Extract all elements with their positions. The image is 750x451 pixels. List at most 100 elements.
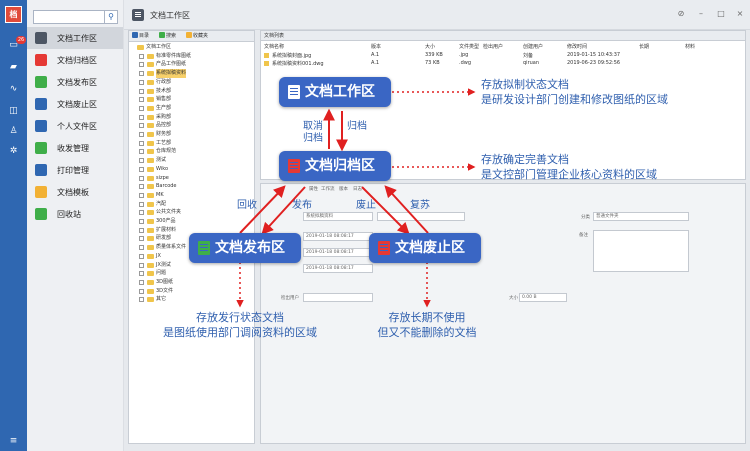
column-header[interactable]: 文件类型 <box>459 44 480 50</box>
column-header[interactable]: 长期 <box>639 44 650 50</box>
column-header[interactable]: 修改时间 <box>567 44 588 50</box>
flow-icon[interactable]: ◫ <box>9 106 18 116</box>
expand-icon[interactable] <box>139 140 144 146</box>
tree-node[interactable]: 质量体系文件 <box>129 243 254 252</box>
sidebar-item-8[interactable]: 文档模板 <box>27 181 123 203</box>
expand-icon[interactable] <box>139 210 144 216</box>
column-header[interactable]: 大小 <box>425 44 436 50</box>
column-header[interactable]: 创建用户 <box>523 44 544 50</box>
tab-favorites[interactable]: 收藏夹 <box>186 32 208 39</box>
expand-icon[interactable] <box>139 149 144 155</box>
expand-icon[interactable] <box>139 158 144 164</box>
tree-node[interactable]: 研发部 <box>129 234 254 243</box>
folder-icon[interactable]: ▰ <box>10 62 17 72</box>
expand-icon[interactable] <box>139 79 144 85</box>
tree-node[interactable]: 3D图纸 <box>129 278 254 287</box>
column-header[interactable]: 检出用户 <box>483 44 504 50</box>
tree-node[interactable]: 财务部 <box>129 130 254 139</box>
tree-node[interactable]: Wiko <box>129 165 254 174</box>
sidebar-item-9[interactable]: 回收站 <box>27 203 123 225</box>
expand-icon[interactable] <box>139 279 144 285</box>
expand-icon[interactable] <box>139 236 144 242</box>
tab-version[interactable]: 版本 <box>339 187 348 192</box>
monitor-icon[interactable]: ▭ <box>9 40 18 50</box>
column-header[interactable]: 材料 <box>685 44 696 50</box>
expand-icon[interactable] <box>139 166 144 172</box>
size-field[interactable]: 0.00 B <box>519 293 567 302</box>
sidebar-item-7[interactable]: 打印管理 <box>27 159 123 181</box>
menu-icon[interactable]: ≡ <box>9 436 18 446</box>
expand-icon[interactable] <box>139 53 144 59</box>
tree-node[interactable]: 系统拟稿资料 <box>129 69 254 79</box>
chart-icon[interactable]: ∿ <box>9 84 18 94</box>
expand-icon[interactable] <box>139 184 144 190</box>
sidebar-item-6[interactable]: 收发管理 <box>27 137 123 159</box>
tab-properties[interactable]: 属性 <box>309 187 318 192</box>
expand-icon[interactable] <box>139 97 144 103</box>
tree-node[interactable]: MK <box>129 191 254 200</box>
tree-node[interactable]: 汽配 <box>129 200 254 209</box>
sidebar-item-3[interactable]: 文档发布区 <box>27 71 123 93</box>
expand-icon[interactable] <box>139 219 144 224</box>
close-button[interactable]: × <box>736 9 744 18</box>
tab-directory[interactable]: 目录 <box>132 32 149 39</box>
tree-node[interactable]: 生产部 <box>129 104 254 113</box>
tree-node[interactable]: 工艺部 <box>129 139 254 148</box>
expand-icon[interactable] <box>139 132 144 137</box>
settings-icon[interactable]: ✲ <box>9 146 18 156</box>
tab-search[interactable]: 搜索 <box>159 32 176 39</box>
sidebar-item-5[interactable]: 个人文件区 <box>27 115 123 137</box>
tree-node[interactable]: 3D文件 <box>129 287 254 296</box>
tab-workflow[interactable]: 工作流 <box>321 187 335 192</box>
tree-node[interactable]: sizpe <box>129 174 254 183</box>
column-header[interactable]: 文档名称 <box>264 44 285 50</box>
tree-node[interactable]: 公共文件夹 <box>129 208 254 217</box>
tree-node[interactable]: 300产品 <box>129 217 254 226</box>
tree-node[interactable]: 扩展材料 <box>129 226 254 235</box>
expand-icon[interactable] <box>139 227 144 233</box>
sidebar-item-1[interactable]: 文档工作区 <box>27 27 123 49</box>
expand-icon[interactable] <box>139 253 144 259</box>
expand-icon[interactable] <box>139 288 144 294</box>
expand-icon[interactable] <box>139 175 144 181</box>
tree-node[interactable]: 采购部 <box>129 113 254 122</box>
expand-icon[interactable] <box>139 262 144 268</box>
tree-node[interactable]: 测试 <box>129 156 254 165</box>
tree-node[interactable]: 行政部 <box>129 78 254 87</box>
tree-node[interactable]: JX <box>129 252 254 261</box>
expand-icon[interactable] <box>139 245 144 251</box>
tree-node[interactable]: Barcode <box>129 182 254 191</box>
search-icon[interactable]: ⚲ <box>104 11 117 23</box>
search-input[interactable]: ⚲ <box>33 10 118 24</box>
expand-icon[interactable] <box>139 71 144 77</box>
category-select[interactable]: 普通文件夹 <box>593 212 689 221</box>
expand-icon[interactable] <box>139 271 144 277</box>
expand-icon[interactable] <box>139 62 144 68</box>
expand-icon[interactable] <box>139 201 144 207</box>
sidebar-item-2[interactable]: 文档归档区 <box>27 49 123 71</box>
tree-node[interactable]: 标准零件库图纸 <box>129 52 254 61</box>
tree-node[interactable]: JX测试 <box>129 261 254 270</box>
minimize-button[interactable]: – <box>699 9 703 18</box>
tree-node[interactable]: 其它 <box>129 295 254 304</box>
expand-icon[interactable] <box>139 114 144 120</box>
pin-icon[interactable]: ⊘ <box>677 9 685 18</box>
tree-node[interactable]: 仓库规范 <box>129 147 254 156</box>
checkout-user-field[interactable] <box>303 293 373 302</box>
tree-node[interactable]: 产品工作图纸 <box>129 60 254 69</box>
column-header[interactable]: 版本 <box>371 44 382 50</box>
expand-icon[interactable] <box>139 88 144 94</box>
tab-log[interactable]: 日志 <box>353 187 362 192</box>
expand-icon[interactable] <box>139 297 144 303</box>
empty-field[interactable] <box>377 212 465 221</box>
tree-node[interactable]: 问题 <box>129 269 254 278</box>
user-icon[interactable]: ♙ <box>9 126 18 136</box>
access-time-field[interactable]: 2019-01-18 08:08:17 <box>303 264 373 273</box>
expand-icon[interactable] <box>139 105 144 111</box>
sidebar-item-4[interactable]: 文档废止区 <box>27 93 123 115</box>
tree-node[interactable]: 品控部 <box>129 121 254 130</box>
expand-icon[interactable] <box>139 123 144 129</box>
tree-node[interactable]: 文档工作区 <box>129 43 254 52</box>
note-field[interactable] <box>593 230 689 272</box>
tree-node[interactable]: 技术部 <box>129 87 254 96</box>
